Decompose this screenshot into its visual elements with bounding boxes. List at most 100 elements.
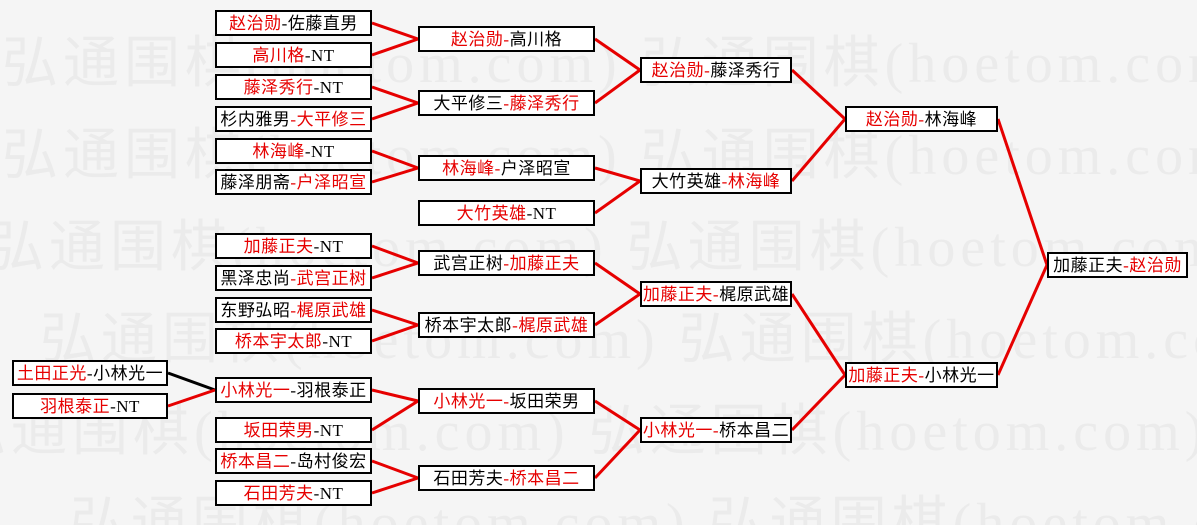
match-box-r1-1: 赵治勋-佐藤直男	[215, 10, 372, 36]
match-box-r1-14: 石田芳夫-NT	[215, 480, 372, 506]
match-box-r2-8: 石田芳夫-桥本昌二	[418, 465, 595, 491]
match-box-r2-1: 赵治勋-高川格	[418, 26, 595, 52]
player2-name: 林海峰	[924, 109, 978, 129]
player1-name: 羽根泰正	[40, 396, 111, 416]
player2-name: NT	[319, 420, 344, 440]
player1-name: 黑泽忠尚	[220, 268, 291, 288]
connector-line	[167, 371, 216, 392]
watermark-text: 弘通围棋(hoetom.com) 弘通围棋(hoetom.com) 弘通围棋(h…	[0, 401, 1197, 463]
match-box-r1-3: 藤泽秀行-NT	[215, 74, 372, 100]
match-box-r3-2: 大竹英雄-林海峰	[640, 168, 792, 194]
match-box-r3-4: 小林光一-桥本昌二	[640, 417, 792, 443]
connector-line	[371, 459, 419, 480]
player2-name: 高川格	[509, 29, 563, 49]
player1-name: 加藤正夫	[243, 236, 314, 256]
player1-name: 赵治勋	[651, 60, 705, 80]
player2-name: 桥本昌二	[719, 420, 790, 440]
player2-name: 羽根泰正	[296, 380, 367, 400]
connector-line	[594, 37, 641, 72]
player1-name: 加藤正夫	[1053, 255, 1124, 275]
player2-name: 林海峰	[727, 171, 781, 191]
match-box-r1-9: 东野弘昭-梶原武雄	[215, 297, 372, 323]
player2-name: NT	[116, 396, 140, 416]
player1-name: 藤泽朋斋	[220, 172, 291, 192]
separator: -	[110, 396, 117, 416]
player1-name: 小林光一	[642, 420, 713, 440]
separator: -	[290, 380, 297, 400]
connector-line	[371, 476, 419, 495]
player1-name: 土田正光	[16, 363, 87, 383]
connector-line	[167, 388, 216, 408]
player2-name: 岛村俊宏	[296, 451, 367, 471]
match-box-r1-7: 加藤正夫-NT	[215, 233, 372, 259]
connector-line	[790, 293, 847, 376]
separator: -	[290, 451, 297, 471]
connector-line	[996, 264, 1049, 376]
player1-name: 大竹英雄	[651, 171, 722, 191]
match-box-r1-2: 高川格-NT	[215, 42, 372, 68]
connector-line	[594, 166, 641, 183]
player1-name: 桥本宇太郎	[234, 331, 323, 351]
player2-name: 加藤正夫	[509, 253, 580, 273]
player1-name: 赵治勋	[229, 13, 282, 33]
player1-name: 大竹英雄	[456, 203, 527, 223]
match-box-r1-10: 桥本宇太郎-NT	[215, 328, 372, 354]
match-box-r3-1: 赵治勋-藤泽秀行	[640, 57, 792, 83]
separator: -	[322, 331, 329, 351]
match-box-r1-11: 小林光一-羽根泰正	[215, 377, 372, 403]
match-box-r1-4: 杉内雅男-大平修三	[215, 106, 372, 132]
connector-line	[371, 21, 419, 41]
connector-line	[371, 101, 419, 121]
separator: -	[1123, 255, 1130, 275]
connector-line	[371, 323, 419, 343]
player1-name: 加藤正夫	[848, 365, 919, 385]
player2-name: 小林光一	[924, 365, 995, 385]
separator: -	[290, 109, 297, 129]
player2-name: NT	[311, 45, 335, 65]
separator: -	[512, 315, 519, 335]
player2-name: 大平修三	[296, 109, 367, 129]
separator: -	[313, 483, 320, 503]
connector-line	[371, 261, 419, 280]
separator: -	[290, 300, 297, 320]
connector-line	[371, 85, 419, 105]
player1-name: 杉内雅男	[220, 109, 291, 129]
separator: -	[721, 171, 728, 191]
player1-name: 林海峰	[442, 158, 495, 178]
player1-name: 武宫正树	[433, 253, 504, 273]
connector-line	[594, 68, 641, 105]
player1-name: 赵治勋	[450, 29, 504, 49]
player2-name: 梶原武雄	[518, 315, 589, 335]
separator: -	[503, 29, 510, 49]
match-box-r2-2: 大平修三-藤泽秀行	[418, 90, 595, 116]
player2-name: 藤泽秀行	[710, 60, 781, 80]
separator: -	[503, 468, 510, 488]
player2-name: 梶原武雄	[296, 300, 367, 320]
match-box-sf-1: 赵治勋-林海峰	[845, 106, 998, 132]
connector-line	[371, 388, 419, 403]
match-box-r1-6: 藤泽朋斋-户泽昭宣	[215, 169, 372, 195]
player1-name: 石田芳夫	[243, 483, 314, 503]
match-box-r2-6: 桥本宇太郎-梶原武雄	[418, 312, 595, 338]
separator: -	[918, 365, 925, 385]
separator: -	[313, 77, 320, 97]
separator: -	[290, 268, 297, 288]
separator: -	[712, 284, 720, 304]
player2-name: 户泽昭宣	[500, 158, 571, 178]
connector-line	[790, 373, 847, 432]
match-box-r1-8: 黑泽忠尚-武宫正树	[215, 265, 372, 291]
player1-name: 东野弘昭	[220, 300, 291, 320]
player2-name: NT	[319, 236, 344, 256]
connector-line	[371, 37, 419, 57]
match-box-r1-13: 桥本昌二-岛村俊宏	[215, 448, 372, 474]
watermark-text: 弘通围棋(hoetom.com) 弘通围棋(hoetom.com) 弘通围棋(h…	[2, 125, 1197, 187]
player1-name: 赵治勋	[865, 109, 919, 129]
player2-name: 户泽昭宣	[296, 172, 367, 192]
match-box-r1-5: 林海峰-NT	[215, 138, 372, 164]
match-box-r3-3: 加藤正夫-梶原武雄	[640, 281, 792, 307]
player2-name: NT	[532, 203, 557, 223]
separator: -	[304, 45, 311, 65]
match-box-qual-2: 羽根泰正-NT	[12, 393, 168, 419]
player1-name: 高川格	[252, 45, 305, 65]
